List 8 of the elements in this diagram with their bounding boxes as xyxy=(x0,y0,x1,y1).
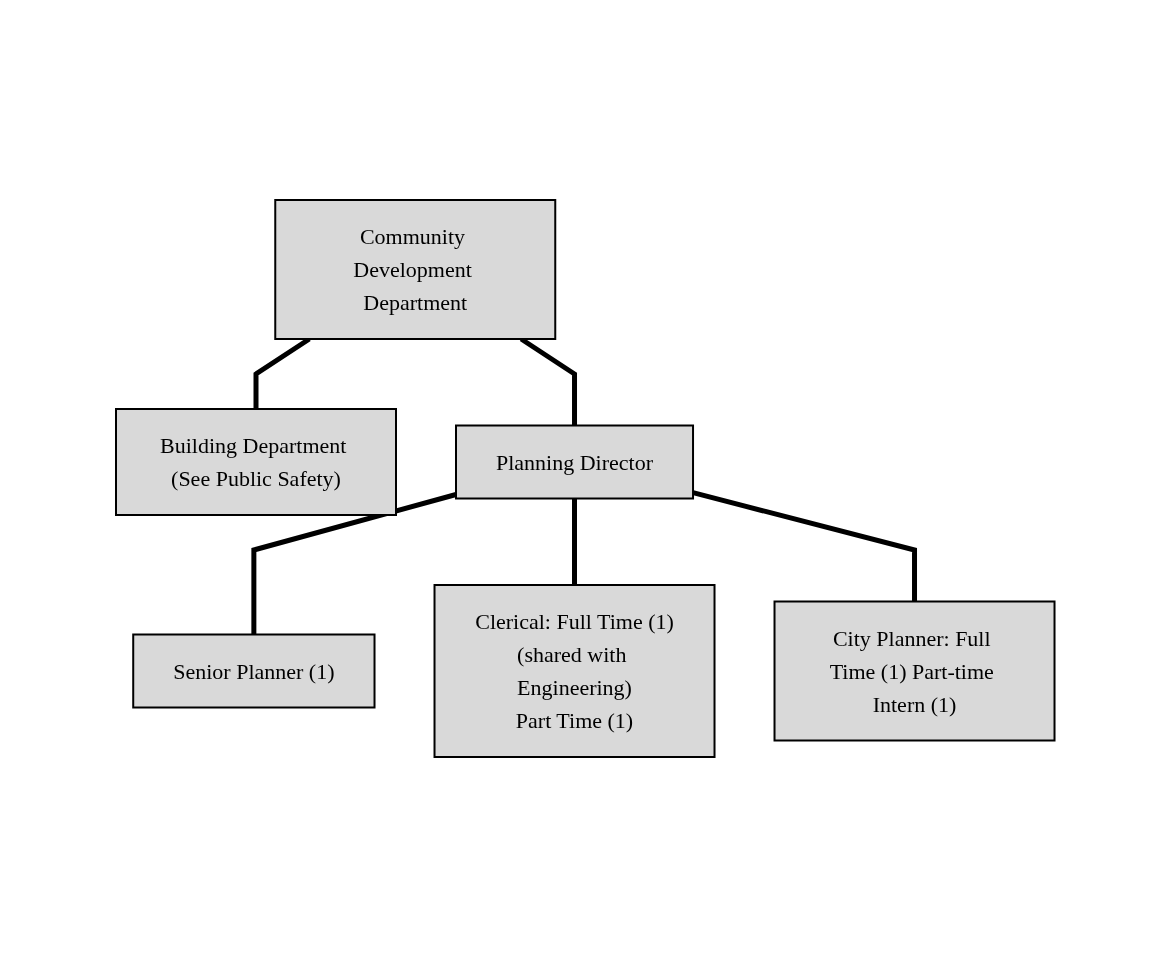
connector xyxy=(692,490,917,602)
node-box: Community Development Department xyxy=(274,199,556,340)
node-box: Senior Planner (1) xyxy=(131,633,376,709)
node-box: City Planner: Full Time (1) Part-time Intern (1) xyxy=(773,600,1056,742)
node-box: Planning Director xyxy=(454,424,694,500)
connector xyxy=(571,498,577,585)
node-box: Clerical: Full Time (1) (shared with Engineering) Part Time (1) xyxy=(433,584,716,758)
node-box: Building Department (See Public Safety) xyxy=(114,408,397,516)
